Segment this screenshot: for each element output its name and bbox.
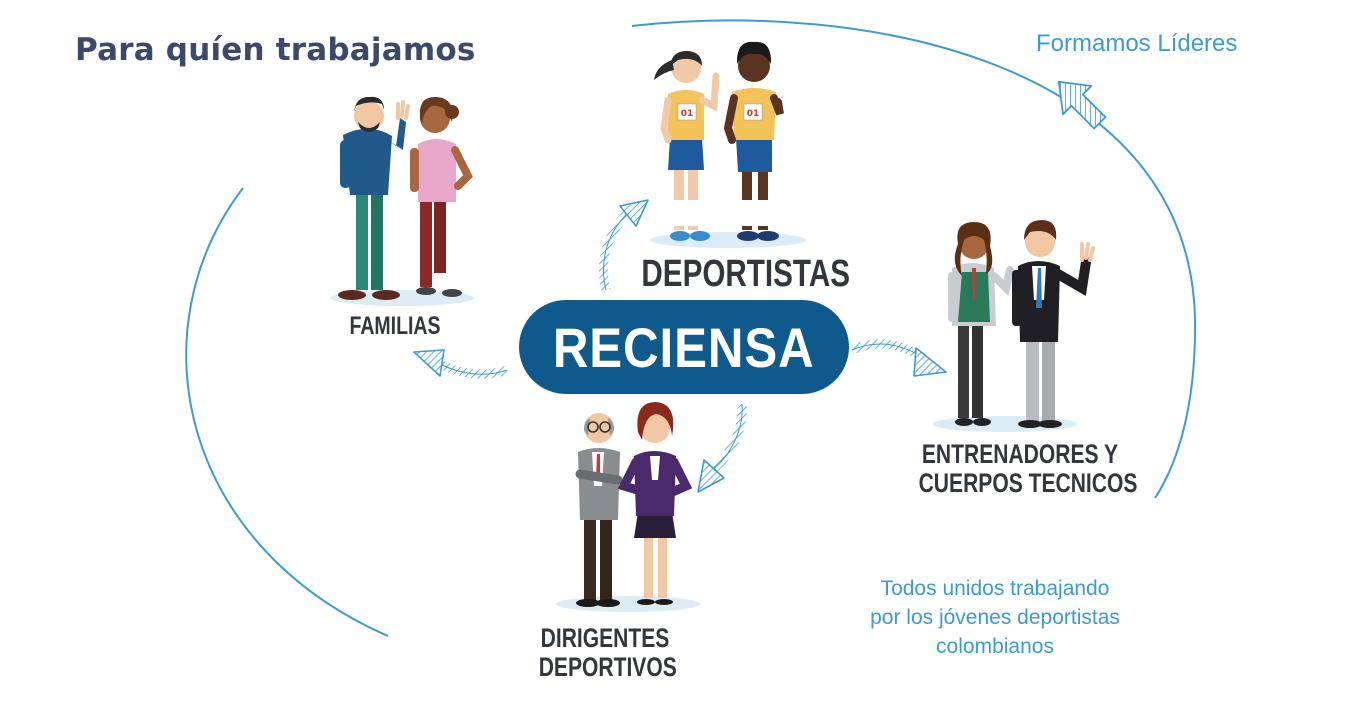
- footer-line1: Todos unidos trabajando: [880, 577, 1110, 600]
- label-dirigentes: DIRIGENTES DEPORTIVOS: [538, 623, 677, 683]
- deportistas-illustration: 01 01: [650, 41, 806, 248]
- footer-line2: por los jóvenes deportistas: [870, 606, 1120, 629]
- label-dirigentes-line1: DIRIGENTES: [540, 623, 670, 653]
- label-entrenadores-line1: ENTRENADORES Y: [921, 439, 1119, 469]
- bib-number-right: 01: [747, 109, 760, 119]
- label-dirigentes-line2: DEPORTIVOS: [538, 652, 677, 683]
- footer-line3: colombianos: [936, 635, 1054, 658]
- arrow-to-entrenadores-icon: [850, 339, 947, 377]
- footer-note: Todos unidos trabajando por los jóvenes …: [840, 574, 1150, 661]
- frame-curve-left: [185, 187, 389, 637]
- label-entrenadores-line2: CUERPOS TECNICOS: [918, 468, 1138, 499]
- center-label: RECIENSA: [553, 315, 815, 379]
- label-deportistas: DEPORTISTAS: [641, 253, 851, 295]
- arrow-to-deportistas-icon: [598, 199, 649, 292]
- arrow-to-dirigentes-icon: [697, 403, 747, 493]
- frame-curve-right: [631, 19, 1197, 499]
- entrenadores-illustration: [933, 220, 1095, 432]
- label-entrenadores: ENTRENADORES Y CUERPOS TECNICOS: [918, 439, 1138, 499]
- page-title: Para quíen trabajamos: [75, 32, 476, 68]
- arrow-to-familias-icon: [413, 349, 509, 379]
- label-familias: FAMILIAS: [349, 312, 441, 340]
- tagline-formamos-lideres: Formamos Líderes: [1036, 30, 1238, 57]
- center-pill-reciensa: RECIENSA: [519, 300, 849, 394]
- dirigentes-illustration: [556, 402, 700, 612]
- up-right-arrow-icon: [1057, 80, 1107, 130]
- bib-number-left: 01: [681, 109, 694, 119]
- familias-illustration: [330, 96, 474, 306]
